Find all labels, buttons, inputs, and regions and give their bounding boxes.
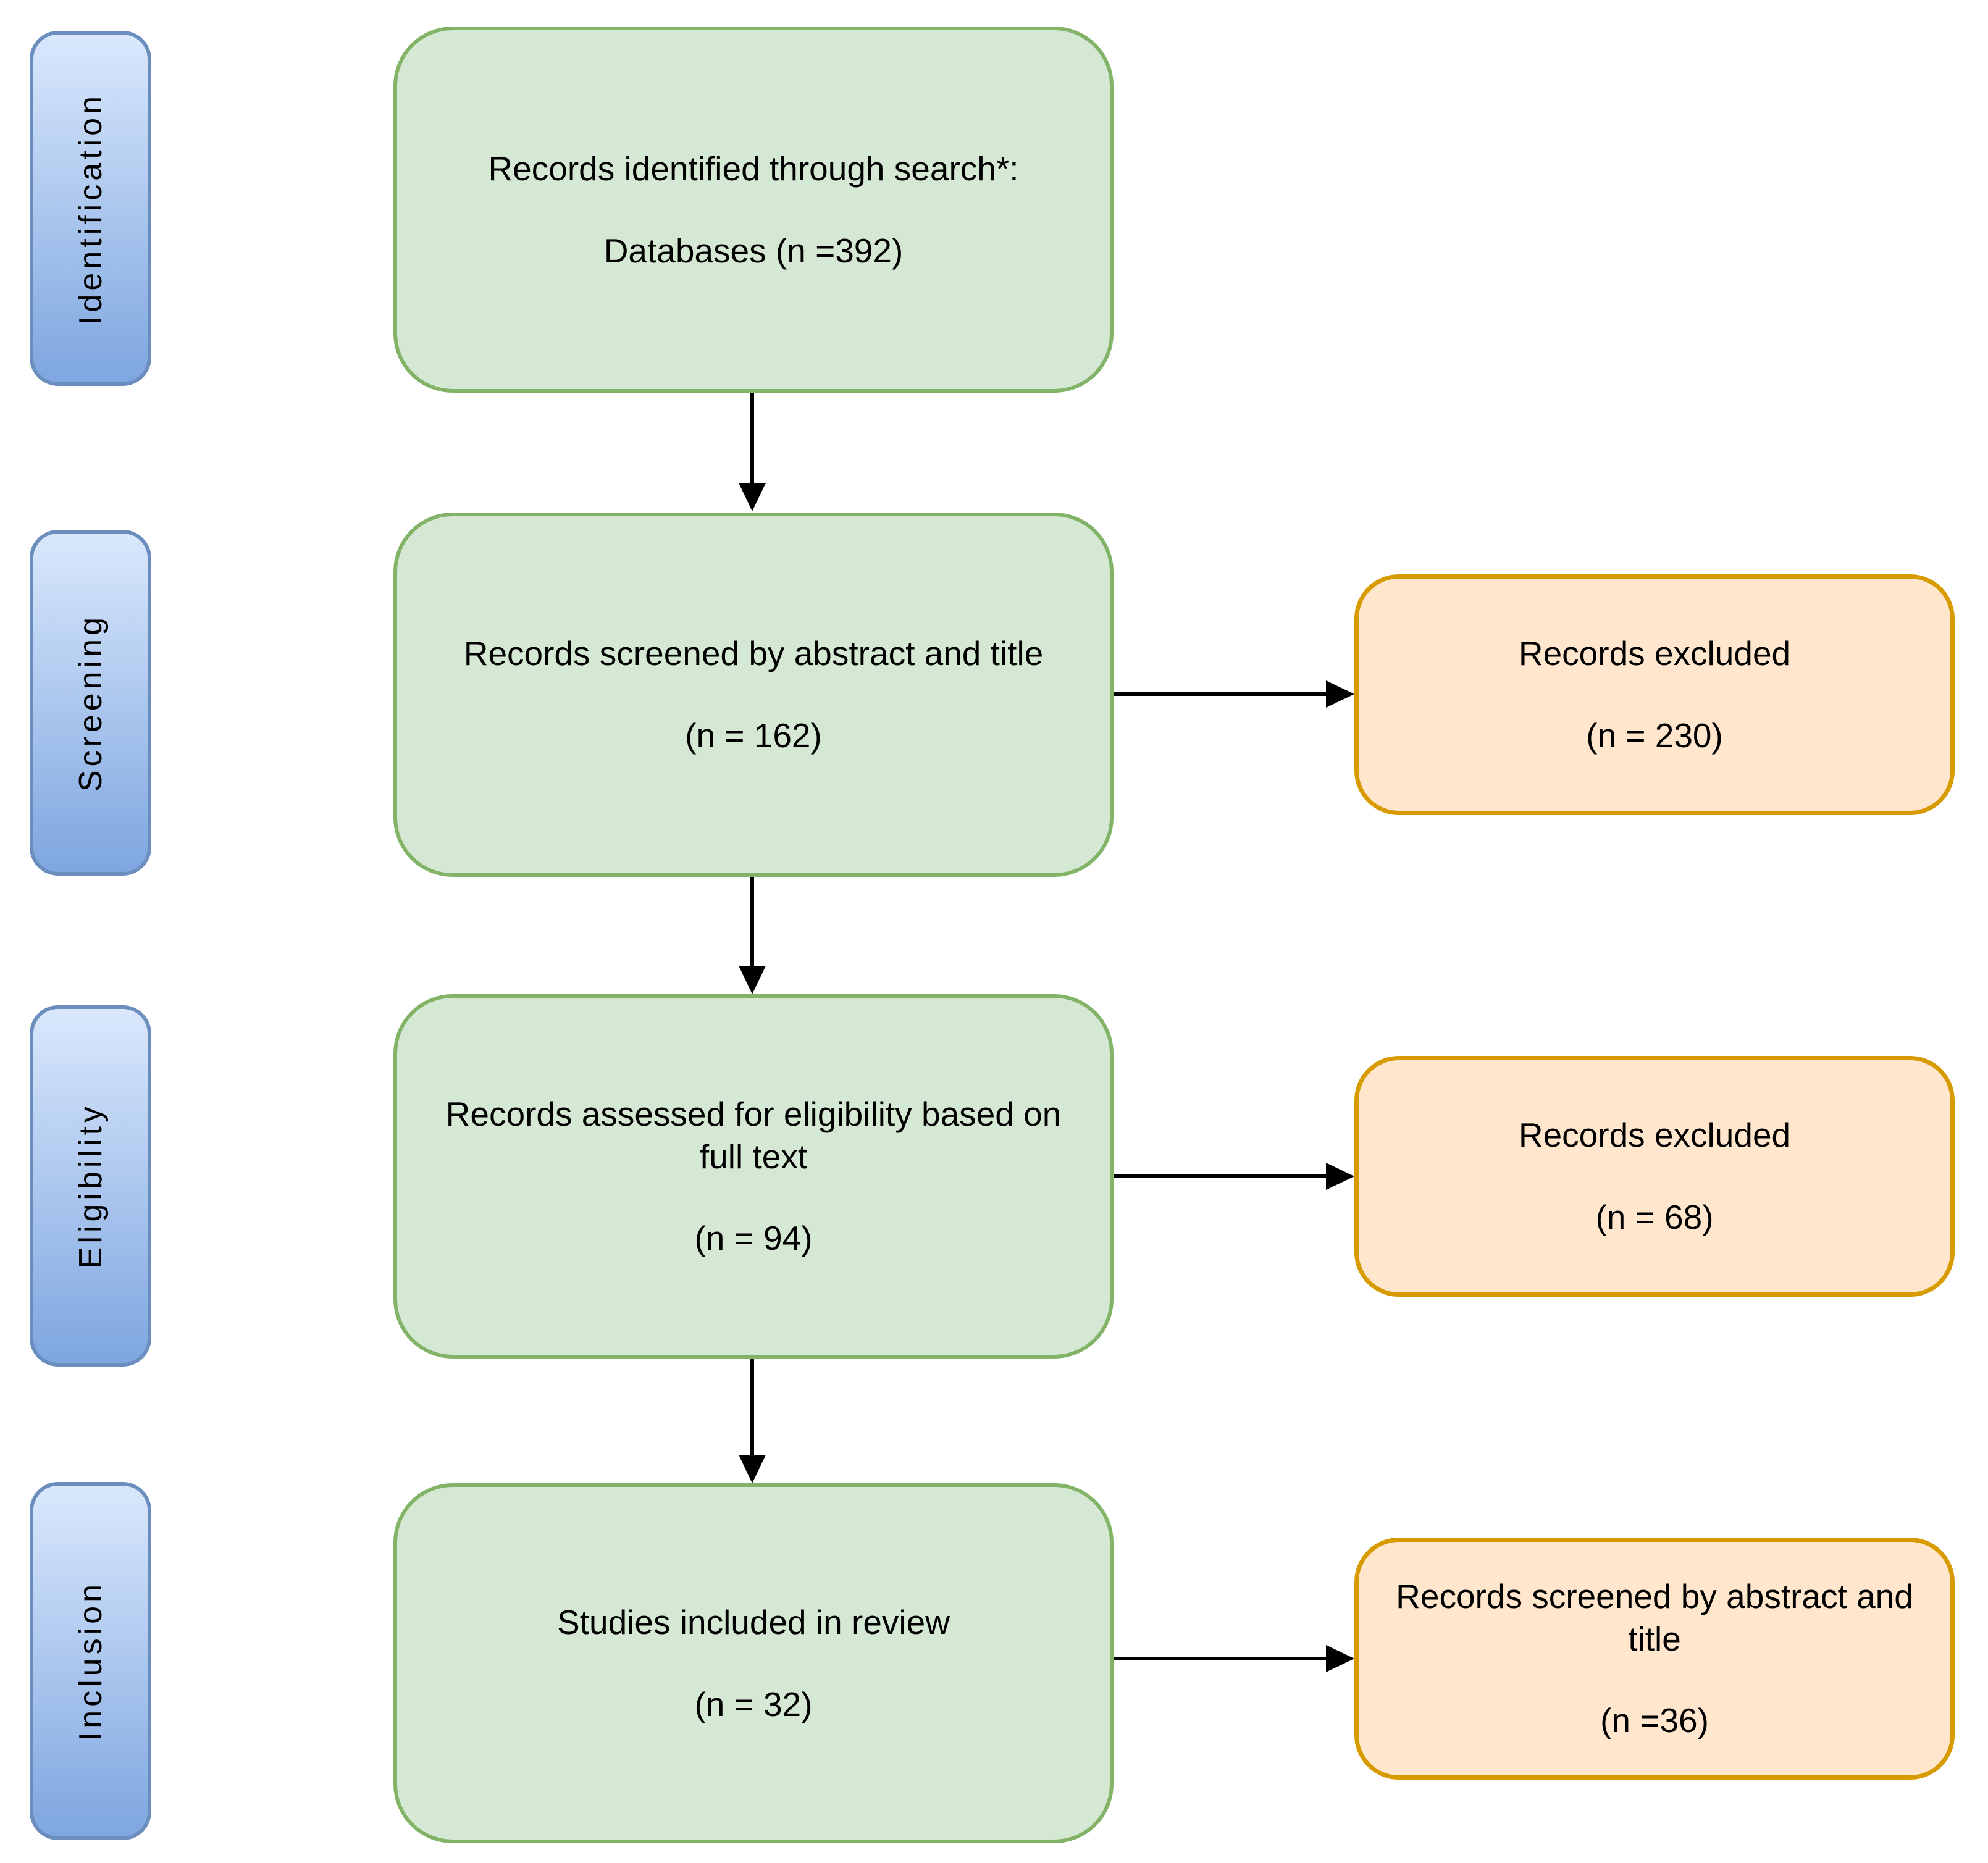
box-records-excluded-screening-count: (n = 230)	[1586, 716, 1723, 755]
box-records-assessed-count: (n = 94)	[694, 1219, 813, 1258]
box-records-screened: Records screened by abstract and title (…	[393, 513, 1114, 877]
arrow-identified-to-screened	[739, 393, 766, 511]
box-studies-included-count: (n = 32)	[694, 1685, 813, 1723]
box-records-excluded-eligibility-count: (n = 68)	[1595, 1198, 1714, 1236]
box-studies-included-text: Studies included in review	[557, 1602, 950, 1641]
box-records-screened-inclusion-count: (n =36)	[1600, 1701, 1709, 1740]
arrow-screened-to-excluded	[1114, 680, 1354, 708]
box-records-screened-count: (n = 162)	[685, 716, 822, 755]
arrow-included-to-screened-side	[1114, 1645, 1354, 1672]
arrow-assessed-to-included	[739, 1359, 766, 1483]
box-records-assessed: Records assessed for eligibility based o…	[393, 994, 1114, 1359]
box-records-identified-text: Records identified through search*:	[488, 149, 1019, 188]
stage-inclusion: Inclusion	[30, 1482, 151, 1840]
box-records-excluded-eligibility: Records excluded (n = 68)	[1354, 1056, 1955, 1297]
box-records-excluded-screening-text: Records excluded	[1518, 634, 1791, 673]
stage-inclusion-label: Inclusion	[72, 1581, 109, 1741]
stage-eligibility-label: Eligibility	[72, 1103, 109, 1269]
stage-screening-label: Screening	[72, 613, 109, 792]
box-records-screened-text: Records screened by abstract and title	[463, 634, 1044, 673]
box-records-identified: Records identified through search*: Data…	[393, 27, 1114, 393]
box-records-identified-count: Databases (n =392)	[603, 231, 904, 270]
box-studies-included: Studies included in review (n = 32)	[393, 1483, 1114, 1843]
box-records-screened-inclusion: Records screened by abstract and title (…	[1354, 1538, 1955, 1780]
stage-identification: Identification	[30, 31, 151, 386]
stage-screening: Screening	[30, 530, 151, 876]
box-records-excluded-screening: Records excluded (n = 230)	[1354, 574, 1955, 815]
stage-identification-label: Identification	[72, 92, 109, 325]
box-records-assessed-text: Records assessed for eligibility based o…	[445, 1094, 1062, 1176]
box-records-excluded-eligibility-text: Records excluded	[1518, 1116, 1791, 1155]
arrow-assessed-to-excluded	[1114, 1163, 1354, 1190]
stage-eligibility: Eligibility	[30, 1005, 151, 1367]
box-records-screened-inclusion-text: Records screened by abstract and title	[1396, 1576, 1913, 1658]
arrow-screened-to-assessed	[739, 877, 766, 994]
